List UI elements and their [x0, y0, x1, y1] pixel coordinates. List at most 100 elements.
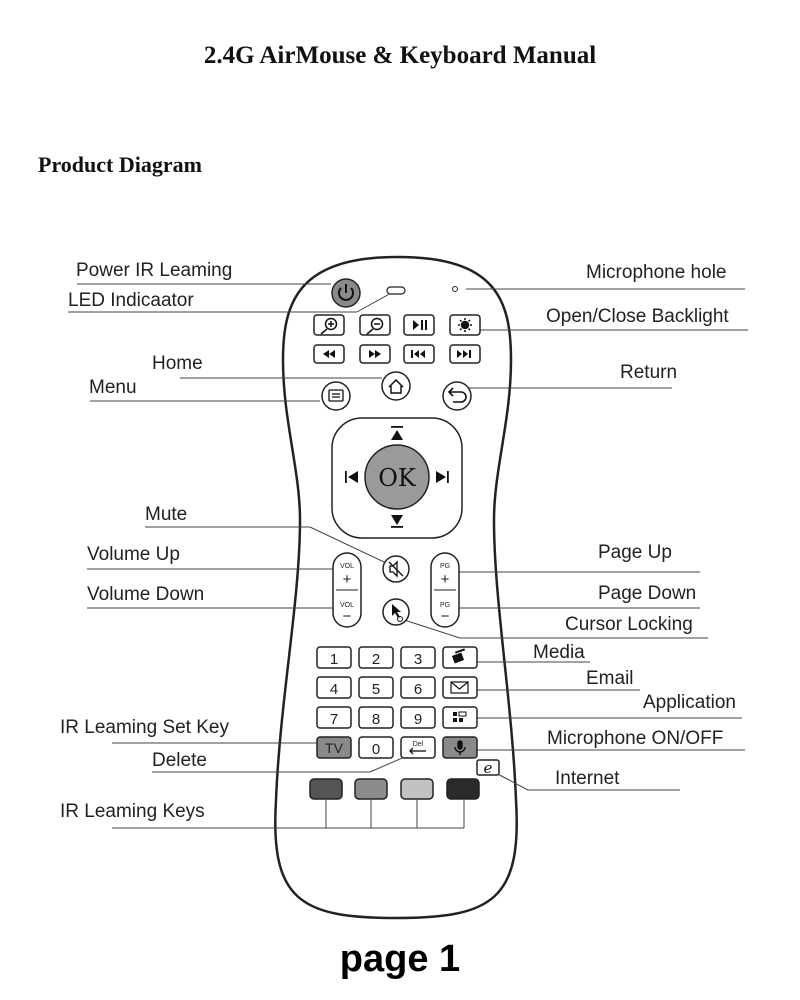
ok-label: OK	[378, 464, 417, 492]
key-8[interactable]: 8	[358, 706, 394, 729]
label-return: Return	[620, 362, 677, 383]
key-5-label: 5	[372, 681, 380, 698]
next-track-icon	[457, 350, 471, 358]
return-button[interactable]	[442, 381, 472, 411]
label-mute: Mute	[145, 504, 187, 525]
fast-forward-button[interactable]	[359, 344, 391, 364]
key-6[interactable]: 6	[400, 676, 436, 699]
page-rocker[interactable]: PG + PG −	[430, 552, 460, 628]
key-3-label: 3	[414, 651, 422, 668]
leader-lines	[68, 283, 748, 829]
volume-up-vol-text: VOL	[340, 563, 354, 570]
dpad-right-arrow[interactable]	[436, 471, 449, 483]
cursor-icon	[392, 604, 403, 622]
home-icon	[388, 378, 404, 394]
volume-rocker[interactable]: VOL + VOL −	[332, 552, 362, 628]
label-internet: Internet	[555, 768, 620, 789]
key-7[interactable]: 7	[316, 706, 352, 729]
microphone-hole	[452, 286, 458, 292]
fast-forward-icon	[369, 350, 381, 358]
mute-button[interactable]	[382, 555, 410, 583]
label-volume-down: Volume Down	[87, 584, 204, 605]
key-0[interactable]: 0	[358, 736, 394, 759]
zoom-out-icon	[366, 317, 384, 335]
play-pause-icon	[413, 320, 427, 330]
previous-track-icon	[411, 350, 425, 358]
section-heading: Product Diagram	[38, 152, 202, 177]
page-down-minus: −	[441, 608, 450, 625]
volume-up-plus: +	[343, 571, 352, 588]
delete-button[interactable]: Del	[400, 736, 436, 759]
microphone-icon	[454, 740, 466, 755]
key-5[interactable]: 5	[358, 676, 394, 699]
page-number: page 1	[339, 938, 461, 980]
backspace-arrow-icon	[409, 747, 426, 755]
zoom-out-button[interactable]	[359, 314, 391, 336]
tv-button[interactable]: TV	[316, 736, 352, 759]
internet-icon: e	[484, 759, 493, 777]
previous-track-button[interactable]	[403, 344, 435, 364]
key-3[interactable]: 3	[400, 646, 436, 669]
key-2-label: 2	[372, 651, 380, 668]
key-2[interactable]: 2	[358, 646, 394, 669]
page-up-pg-text: PG	[440, 563, 450, 570]
backlight-icon	[458, 318, 472, 332]
label-volume-up: Volume Up	[87, 544, 180, 565]
volume-down-minus: −	[343, 608, 352, 625]
menu-button[interactable]	[321, 381, 351, 411]
power-button[interactable]	[331, 278, 361, 308]
label-cursor-locking: Cursor Locking	[565, 614, 693, 635]
return-icon	[447, 387, 467, 403]
next-track-button[interactable]	[449, 344, 481, 364]
ir-learning-key-3[interactable]	[400, 778, 434, 800]
mute-icon	[388, 560, 404, 578]
zoom-in-icon	[320, 317, 338, 335]
key-9-label: 9	[414, 711, 422, 728]
email-icon	[450, 681, 469, 694]
delete-label: Del	[413, 741, 424, 748]
rewind-button[interactable]	[313, 344, 345, 364]
label-home: Home	[152, 353, 203, 374]
dpad-down-arrow[interactable]	[391, 515, 403, 528]
label-page-down: Page Down	[598, 583, 696, 604]
ir-learning-key-4[interactable]	[446, 778, 480, 800]
application-grid-icon	[453, 711, 467, 722]
label-page-up: Page Up	[598, 542, 672, 563]
label-delete: Delete	[152, 750, 207, 771]
play-pause-button[interactable]	[403, 314, 435, 336]
key-1[interactable]: 1	[316, 646, 352, 669]
ir-learning-key-1[interactable]	[309, 778, 343, 800]
label-ir-learning-set-key: IR Leaming Set Key	[60, 717, 229, 738]
key-6-label: 6	[414, 681, 422, 698]
ir-learning-key-2[interactable]	[354, 778, 388, 800]
media-icon	[451, 648, 466, 664]
label-microphone-on-off: Microphone ON/OFF	[547, 728, 723, 749]
volume-down-vol-text: VOL	[340, 602, 354, 609]
cursor-lock-button[interactable]	[382, 598, 410, 626]
label-email: Email	[586, 668, 634, 689]
page-down-pg-text: PG	[440, 602, 450, 609]
zoom-in-button[interactable]	[313, 314, 345, 336]
document-title: 2.4G AirMouse & Keyboard Manual	[203, 42, 597, 69]
media-button[interactable]	[442, 646, 478, 669]
key-9[interactable]: 9	[400, 706, 436, 729]
label-led-indicator: LED Indicaator	[68, 290, 194, 311]
key-4[interactable]: 4	[316, 676, 352, 699]
application-button[interactable]	[442, 706, 478, 729]
dpad-up-arrow[interactable]	[391, 426, 403, 440]
led-indicator	[386, 286, 406, 295]
dpad-left-arrow[interactable]	[345, 471, 358, 483]
page-up-plus: +	[441, 571, 450, 588]
label-microphone-hole: Microphone hole	[586, 262, 726, 283]
internet-button[interactable]: e	[476, 759, 500, 777]
backlight-button[interactable]	[449, 314, 481, 336]
microphone-button[interactable]	[442, 736, 478, 759]
menu-icon	[328, 389, 344, 402]
email-button[interactable]	[442, 676, 478, 699]
key-8-label: 8	[372, 711, 380, 728]
power-icon	[338, 284, 354, 301]
ok-button[interactable]: OK	[364, 444, 430, 510]
label-media: Media	[533, 642, 585, 663]
rewind-icon	[323, 350, 335, 358]
home-button[interactable]	[381, 371, 411, 401]
